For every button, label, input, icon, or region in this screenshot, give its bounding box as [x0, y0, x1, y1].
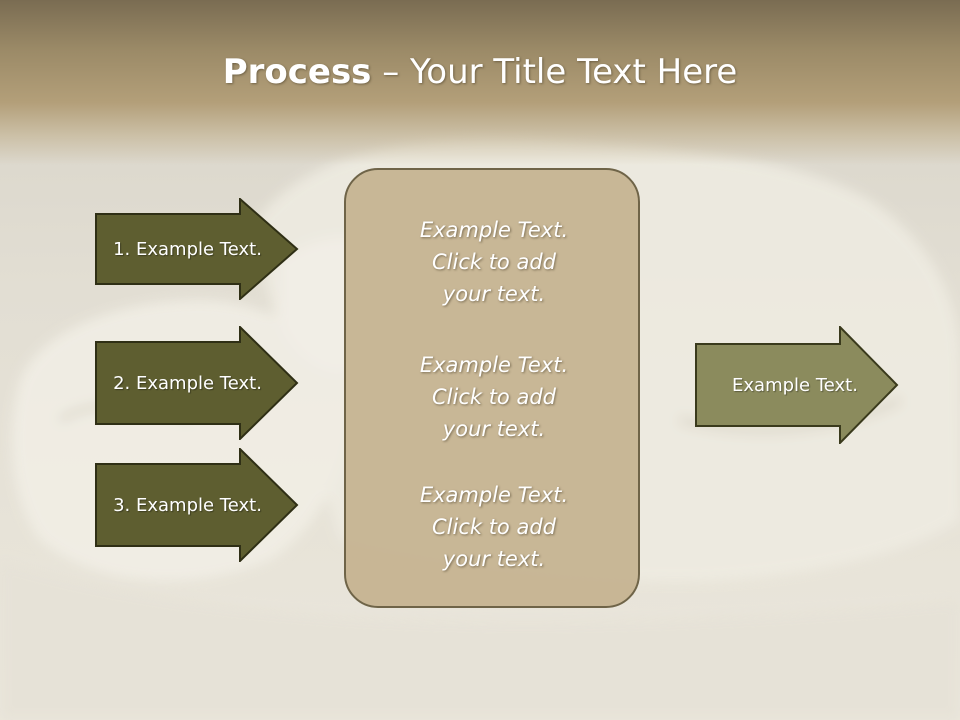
- step-label: 2. Example Text.: [113, 372, 262, 394]
- center-item-line: Click to add: [431, 385, 556, 409]
- center-item-line: Example Text.: [419, 218, 569, 242]
- center-item-3: Example Text. Click to add your text.: [346, 479, 642, 575]
- step-label: 3. Example Text.: [113, 494, 262, 516]
- output-arrow[interactable]: Example Text.: [695, 326, 900, 444]
- center-item-line: Click to add: [431, 250, 556, 274]
- center-item-line: Click to add: [431, 515, 556, 539]
- center-item-line: your text.: [442, 417, 546, 441]
- title-bold: Process: [222, 52, 372, 92]
- arrow-shape: [95, 448, 299, 562]
- center-item-line: your text.: [442, 282, 546, 306]
- arrow-shape: [695, 326, 899, 444]
- center-item-1: Example Text. Click to add your text.: [346, 214, 642, 310]
- title-band: [0, 0, 960, 165]
- arrow-shape: [95, 198, 299, 300]
- step-label: 1. Example Text.: [113, 238, 262, 260]
- arrow-shape: [95, 326, 299, 440]
- step-arrow-1[interactable]: 1. Example Text.: [95, 198, 300, 300]
- center-item-line: Example Text.: [419, 353, 569, 377]
- center-item-line: your text.: [442, 547, 546, 571]
- title-rest: – Your Title Text Here: [371, 52, 738, 92]
- step-arrow-3[interactable]: 3. Example Text.: [95, 448, 300, 562]
- center-text-box[interactable]: Example Text. Click to add your text. Ex…: [344, 168, 640, 608]
- step-arrow-2[interactable]: 2. Example Text.: [95, 326, 300, 440]
- center-item-line: Example Text.: [419, 483, 569, 507]
- center-item-2: Example Text. Click to add your text.: [346, 349, 642, 445]
- output-label: Example Text.: [732, 374, 858, 396]
- slide-title[interactable]: Process – Your Title Text Here: [0, 52, 960, 92]
